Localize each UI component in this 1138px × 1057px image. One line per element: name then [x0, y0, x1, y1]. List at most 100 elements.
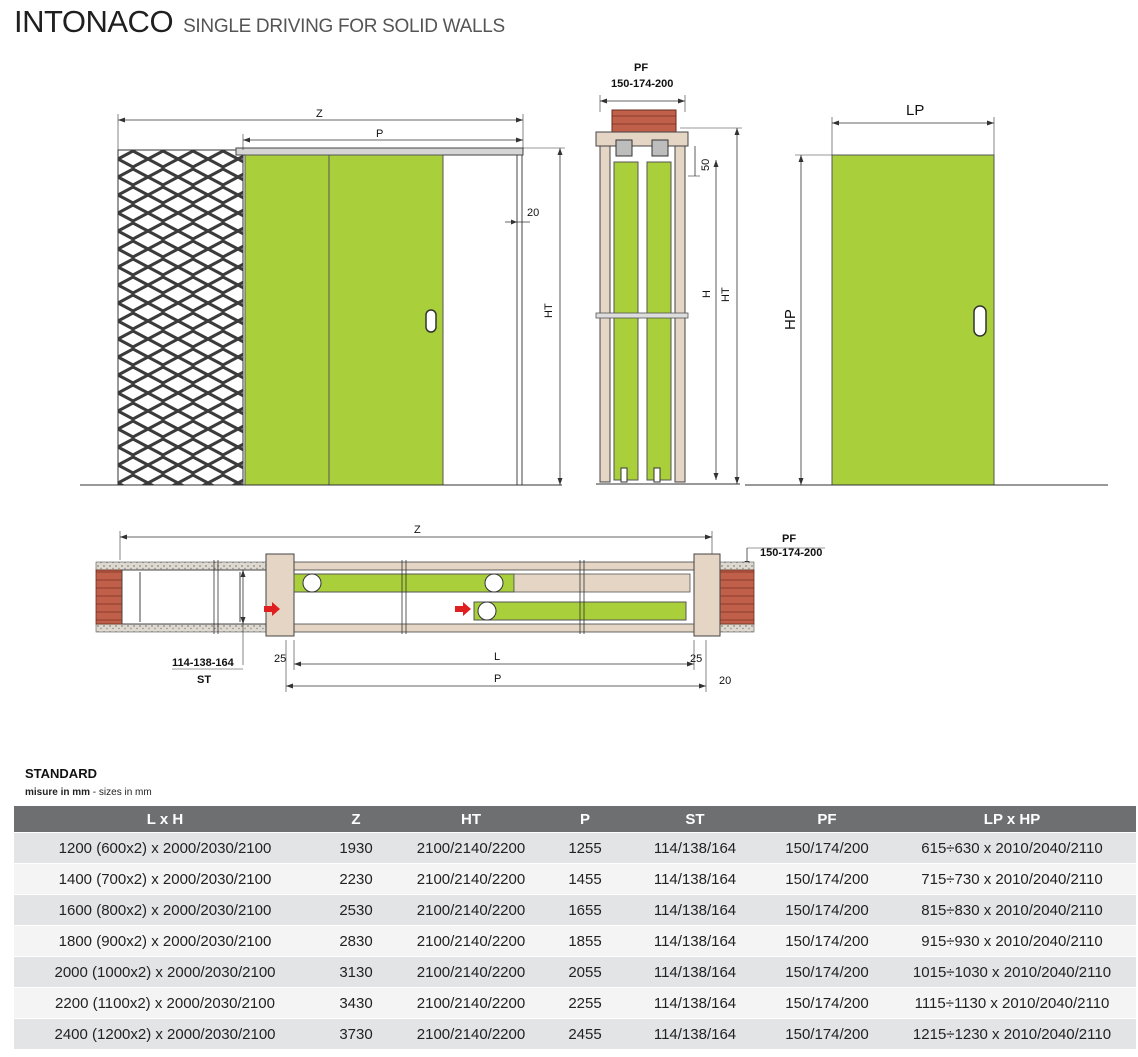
plan-trolley-left: [302, 573, 322, 593]
table-cell: 2230: [316, 863, 396, 895]
table-cell: 1655: [546, 894, 624, 926]
table-row: 1400 (700x2) x 2000/2030/2100 2230 2100/…: [14, 863, 1136, 895]
plan-pf-label: PF: [782, 533, 796, 545]
red-arrow-center-icon: [455, 602, 471, 616]
product-subtitle: SINGLE DRIVING FOR SOLID WALLS: [183, 16, 505, 37]
table-cell: 1855: [546, 925, 624, 957]
column-header: P: [546, 806, 624, 833]
side-trolley-right: [651, 139, 669, 157]
table-cell: 150/174/200: [766, 956, 888, 988]
table-cell: 3430: [316, 987, 396, 1019]
table-row: 1600 (800x2) x 2000/2030/2100 2530 2100/…: [14, 894, 1136, 926]
red-arrow-left-icon: [264, 602, 280, 616]
side-h-label: H: [701, 290, 713, 298]
table-cell: 114/138/164: [624, 956, 766, 988]
panel-hp-label: HP: [782, 309, 799, 330]
table-cell: 2100/2140/2200: [396, 956, 546, 988]
table-row: 2200 (1100x2) x 2000/2030/2100 3430 2100…: [14, 987, 1136, 1019]
plan-trolley-lower: [477, 601, 497, 621]
door-panel: [831, 154, 995, 486]
table-cell: 2100/2140/2200: [396, 1018, 546, 1049]
side-leaf-right: [646, 161, 672, 481]
table-cell: 2200 (1100x2) x 2000/2030/2100: [14, 987, 316, 1019]
plan-view: Z PF 150-174-200: [95, 524, 825, 692]
table-cell: 2530: [316, 894, 396, 926]
table-cell: 3130: [316, 956, 396, 988]
plan-end-gap-label: 20: [719, 675, 731, 687]
table-cell: 2100/2140/2200: [396, 863, 546, 895]
table-cell: 150/174/200: [766, 832, 888, 864]
side-mid-bar: [595, 312, 689, 319]
plan-right-gap-label: 25: [690, 653, 702, 665]
table-cell: 1400 (700x2) x 2000/2030/2100: [14, 863, 316, 895]
table-header-row: L x H Z HT P ST PF LP x HP: [14, 806, 1136, 833]
plan-st-values: 114-138-164: [172, 657, 235, 669]
table-cell: 1200 (600x2) x 2000/2030/2100: [14, 832, 316, 864]
door-jamb: [516, 154, 523, 486]
table-cell: 150/174/200: [766, 1018, 888, 1049]
door-leaf-right: [328, 154, 444, 486]
table-cell: 1215÷1230 x 2010/2040/2110: [888, 1018, 1136, 1049]
table-cell: 1255: [546, 832, 624, 864]
brick-wall: [117, 149, 244, 486]
table-row: 1200 (600x2) x 2000/2030/2100 1930 2100/…: [14, 832, 1136, 864]
side-pf-label: PF: [634, 62, 648, 74]
table-cell: 715÷730 x 2010/2040/2110: [888, 863, 1136, 895]
table-cell: 114/138/164: [624, 832, 766, 864]
plan-cassette: [121, 569, 283, 625]
table-cell: 114/138/164: [624, 863, 766, 895]
table-cell: 114/138/164: [624, 987, 766, 1019]
plan-st-label: ST: [197, 674, 211, 686]
table-row: 2400 (1200x2) x 2000/2030/2100 3730 2100…: [14, 1018, 1136, 1049]
standard-title: STANDARD: [25, 766, 97, 781]
table-cell: 1015÷1030 x 2010/2040/2110: [888, 956, 1136, 988]
side-ht-label: HT: [720, 287, 732, 302]
cassette-track: [235, 147, 524, 156]
table-cell: 2000 (1000x2) x 2000/2030/2100: [14, 956, 316, 988]
column-header: ST: [624, 806, 766, 833]
plan-wall-left-brick: [95, 569, 123, 625]
side-header-plate: [595, 131, 689, 147]
plan-leaf-upper-frame: [513, 573, 691, 593]
table-cell: 1800 (900x2) x 2000/2030/2100: [14, 925, 316, 957]
table-cell: 1115÷1130 x 2010/2040/2110: [888, 987, 1136, 1019]
plan-pf-values: 150-174-200: [760, 547, 822, 559]
panel-view: LP HP: [745, 102, 1108, 486]
table-cell: 150/174/200: [766, 987, 888, 1019]
plan-z-label: Z: [414, 524, 421, 536]
table-cell: 1930: [316, 832, 396, 864]
door-handle: [425, 309, 437, 333]
table-cell: 2100/2140/2200: [396, 894, 546, 926]
table-cell: 615÷630 x 2010/2040/2110: [888, 832, 1136, 864]
plan-frame-top: [289, 561, 696, 571]
column-header: LP x HP: [888, 806, 1136, 833]
column-header: HT: [396, 806, 546, 833]
table-cell: 2100/2140/2200: [396, 987, 546, 1019]
table-cell: 1600 (800x2) x 2000/2030/2100: [14, 894, 316, 926]
table-row: 1800 (900x2) x 2000/2030/2100 2830 2100/…: [14, 925, 1136, 957]
front-view: Z P 20 HT: [80, 108, 565, 486]
table-cell: 2100/2140/2200: [396, 832, 546, 864]
table-cell: 150/174/200: [766, 925, 888, 957]
side-section: PF 150-174-200 50 H HT: [595, 62, 742, 485]
table-cell: 114/138/164: [624, 894, 766, 926]
plan-trolley-center: [484, 573, 504, 593]
column-header: PF: [766, 806, 888, 833]
plan-wall-left-plaster-bottom: [95, 623, 287, 633]
table-cell: 3730: [316, 1018, 396, 1049]
side-top-label: 50: [700, 159, 712, 171]
side-header-bricks: [611, 109, 677, 133]
table-cell: 915÷930 x 2010/2040/2110: [888, 925, 1136, 957]
sizes-note: misure in mm - sizes in mm: [25, 787, 152, 798]
column-header: L x H: [14, 806, 316, 833]
standard-sizes-table: L x H Z HT P ST PF LP x HP 1200 (600x2) …: [14, 806, 1136, 1049]
panel-lp-label: LP: [906, 102, 924, 119]
plan-jamb-left: [265, 553, 295, 637]
table-row: 2000 (1000x2) x 2000/2030/2100 3130 2100…: [14, 956, 1136, 988]
table-cell: 2400 (1200x2) x 2000/2030/2100: [14, 1018, 316, 1049]
side-leaf-left: [613, 161, 639, 481]
side-pf-values: 150-174-200: [611, 78, 673, 90]
plan-jamb-right: [693, 553, 721, 637]
technical-drawings: Z P 20 HT PF 150-174-200: [80, 62, 1108, 692]
